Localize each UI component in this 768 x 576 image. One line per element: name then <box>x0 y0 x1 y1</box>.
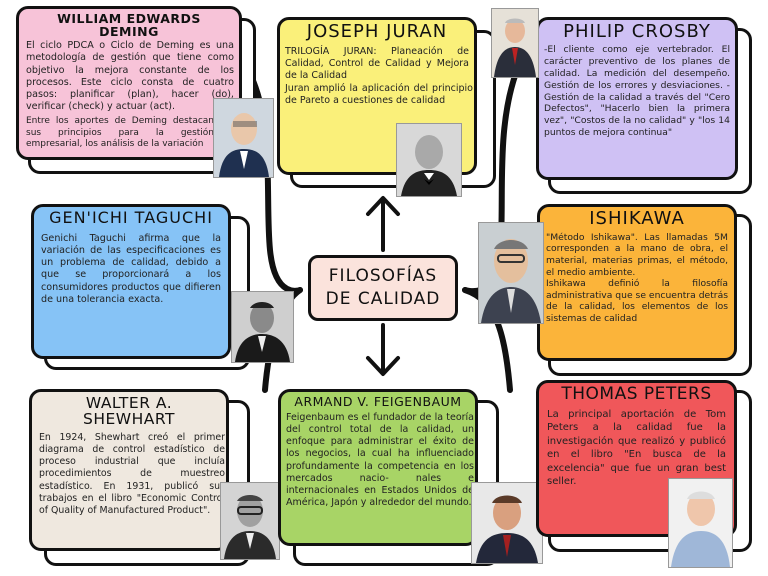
peters-photo <box>668 478 733 568</box>
shewhart-title: WALTER A. SHEWHART <box>83 394 175 429</box>
feigenbaum-text: Feigenbaum es el fundador de la teoría d… <box>286 412 474 508</box>
deming-photo <box>213 98 274 178</box>
taguchi-card: GEN'ICHI TAGUCHI Genichi Taguchi afirma … <box>31 204 231 359</box>
juran-title: JOSEPH JURAN <box>306 21 448 42</box>
ishikawa-photo <box>478 222 544 324</box>
arrow-down <box>366 323 400 376</box>
feigenbaum-card: ARMAND V. FEIGENBAUM Feigenbaum es el fu… <box>278 389 478 546</box>
juran-text-2: Juran amplió la aplicación del principio… <box>285 82 473 106</box>
shewhart-text: En 1924, Shewhart creó el primer diagram… <box>39 431 225 517</box>
central-topic-line-2: DE CALIDAD <box>325 289 441 309</box>
peters-text: La principal aportación de Tom Peters a … <box>547 408 726 488</box>
taguchi-text: Genichi Taguchi afirma que la variación … <box>41 232 221 305</box>
taguchi-photo <box>231 291 294 363</box>
feigenbaum-photo <box>471 482 543 564</box>
deming-title: WILLIAM EDWARDS DEMING <box>57 11 201 40</box>
crosby-photo <box>491 8 539 78</box>
ishikawa-title: ISHIKAWA <box>589 208 685 229</box>
central-topic-line-1: FILOSOFÍAS <box>328 266 438 286</box>
juran-text-1: TRILOGÍA JURAN: Planeación de Calidad, C… <box>285 45 469 82</box>
crosby-title: PHILIP CROSBY <box>563 21 711 42</box>
ishikawa-text-2: Ishikawa definió la filosofía administra… <box>546 278 728 325</box>
deming-card: WILLIAM EDWARDS DEMING El ciclo PDCA o C… <box>16 6 242 160</box>
ishikawa-card: ISHIKAWA "Método Ishikawa". Las llamadas… <box>537 204 737 361</box>
juran-photo <box>396 123 462 197</box>
deming-text-2: Entre los aportes de Deming destacan sus… <box>26 116 214 150</box>
crosby-text: -El cliente como eje vertebrador. El car… <box>544 43 730 139</box>
central-topic: FILOSOFÍAS DE CALIDAD <box>308 255 458 321</box>
shewhart-photo <box>220 482 280 560</box>
shewhart-card: WALTER A. SHEWHART En 1924, Shewhart cre… <box>29 389 229 551</box>
feigenbaum-title: ARMAND V. FEIGENBAUM <box>294 394 462 409</box>
ishikawa-text-1: "Método Ishikawa". Las llamadas 5M corre… <box>546 231 728 278</box>
peters-title: THOMAS PETERS <box>561 384 712 404</box>
crosby-card: PHILIP CROSBY -El cliente como eje verte… <box>536 17 738 180</box>
taguchi-title: GEN'ICHI TAGUCHI <box>49 208 213 227</box>
deming-text-1: El ciclo PDCA o Ciclo de Deming es una m… <box>26 40 234 113</box>
arrow-up <box>366 196 400 252</box>
